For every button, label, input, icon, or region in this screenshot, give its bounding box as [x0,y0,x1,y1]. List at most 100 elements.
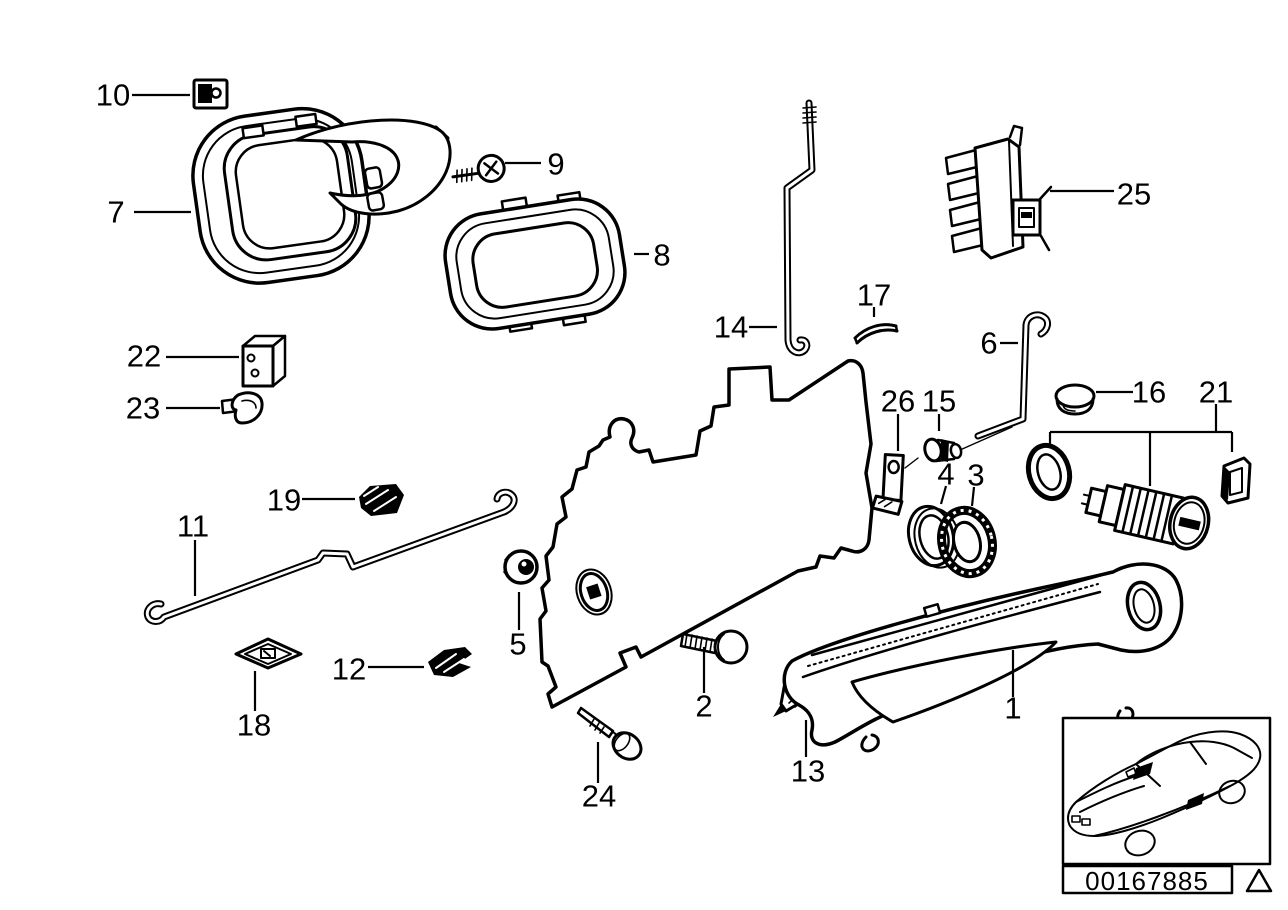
lock-cylinder [1080,483,1211,551]
callout-label-17[interactable]: 17 [857,278,891,313]
assembly-line [904,457,919,469]
callout-1: 1 [1004,650,1022,726]
callout-label-12[interactable]: 12 [332,652,366,687]
door-marker-rear [1186,793,1204,810]
callout-24: 24 [582,742,616,814]
rear-wheel [1218,779,1246,805]
part-15-bushing [904,426,1013,469]
part-21-lock-cylinder-set [1025,442,1252,551]
callout-label-15[interactable]: 15 [922,384,956,419]
callout-10: 10 [96,78,190,113]
callout-label-21[interactable]: 21 [1199,375,1233,410]
callout-18: 18 [237,671,271,743]
part-14-connecting-rod [783,99,817,357]
part-9-screw [451,153,506,184]
panel-hole-insert [586,583,602,600]
callout-label-24[interactable]: 24 [582,779,616,814]
image-number-box [1061,864,1234,895]
callout-label-11[interactable]: 11 [177,509,209,544]
callout-label-8[interactable]: 8 [653,238,670,273]
callout-label-14[interactable]: 14 [714,310,748,345]
phillips-cross [483,160,500,177]
callout-label-13[interactable]: 13 [791,754,825,789]
part-23-clip [220,391,264,425]
callout-label-22[interactable]: 22 [127,339,161,374]
callout-25: 25 [1050,177,1151,212]
car-thumbnail [1067,730,1262,857]
callout-label-2[interactable]: 2 [695,689,712,724]
callout-16: 16 [1096,375,1166,410]
part-6-lock-rod [974,311,1052,440]
assembly-line [959,426,1013,451]
front-wheel [1124,829,1156,857]
part-24-pin [576,706,643,761]
callout-5: 5 [509,592,527,662]
callout-13: 13 [791,720,825,789]
callout-label-26[interactable]: 26 [881,384,915,419]
part-door-carrier-panel [538,358,874,709]
keyhole-slot [1178,516,1201,531]
callout-label-16[interactable]: 16 [1132,375,1166,410]
callout-label-25[interactable]: 25 [1117,177,1151,212]
leader-line-4 [939,485,948,505]
callout-label-18[interactable]: 18 [237,708,271,743]
handle-opening [850,640,1058,724]
leader-line-3 [970,486,976,507]
bezel-tab [294,112,318,128]
callout-7: 7 [107,195,191,230]
callout-label-19[interactable]: 19 [267,483,301,518]
part-8-handle-cover [443,190,627,333]
panel-grommet-hole-outer [575,568,613,616]
part-4-sealing-ring [906,504,961,569]
callout-23: 23 [126,391,220,426]
callout-14: 14 [714,310,777,345]
part-11-release-rod [143,488,518,625]
callout-9: 9 [505,147,565,182]
part-12-clip [428,647,472,677]
callout-4: 4 [937,457,955,505]
part-5-grommet-nut [503,549,539,585]
part-18-gasket [234,637,303,670]
callout-label-1[interactable]: 1 [1004,691,1021,726]
callout-8: 8 [634,238,671,273]
callout-label-3[interactable]: 3 [967,458,984,493]
handle-hook [860,733,880,753]
part-1-exterior-door-handle [782,562,1184,753]
part-3-ribbed-ring [937,505,997,579]
callout-17: 17 [857,278,891,317]
handle-lever [294,118,452,216]
callout-26: 26 [881,384,915,451]
car-thumbnail-frame [1061,716,1272,866]
callout-3: 3 [967,458,985,507]
callout-label-9[interactable]: 9 [547,147,564,182]
lock-ring [1025,442,1073,502]
part-25-switch-bracket [944,124,1053,260]
part-2-bolt [679,629,749,665]
callout-label-6[interactable]: 6 [980,326,997,361]
part-19-rod-clip [359,484,404,516]
callout-label-10[interactable]: 10 [96,78,130,113]
callout-label-7[interactable]: 7 [107,195,124,230]
part-10-clip [192,78,229,110]
callout-12: 12 [332,652,424,687]
callout-22: 22 [127,339,239,374]
part-26-bracket [871,453,905,516]
image-number: 00167885 [1085,866,1209,896]
callout-label-5[interactable]: 5 [509,627,526,662]
part-17-rod-clip [853,323,899,345]
legend: 00167885 [1061,716,1273,896]
callout-21: 21 [1048,375,1233,486]
rod-14-threads [802,106,817,124]
callout-label-4[interactable]: 4 [937,457,954,492]
part-16-grommet [1054,383,1096,416]
callout-6: 6 [980,326,1018,361]
warning-triangle-icon [1245,868,1273,893]
door-marker-front [1133,762,1153,780]
part-22-spacer-block [241,334,287,388]
callout-11: 11 [177,509,209,596]
callout-19: 19 [267,483,355,518]
callout-label-23[interactable]: 23 [126,391,160,426]
